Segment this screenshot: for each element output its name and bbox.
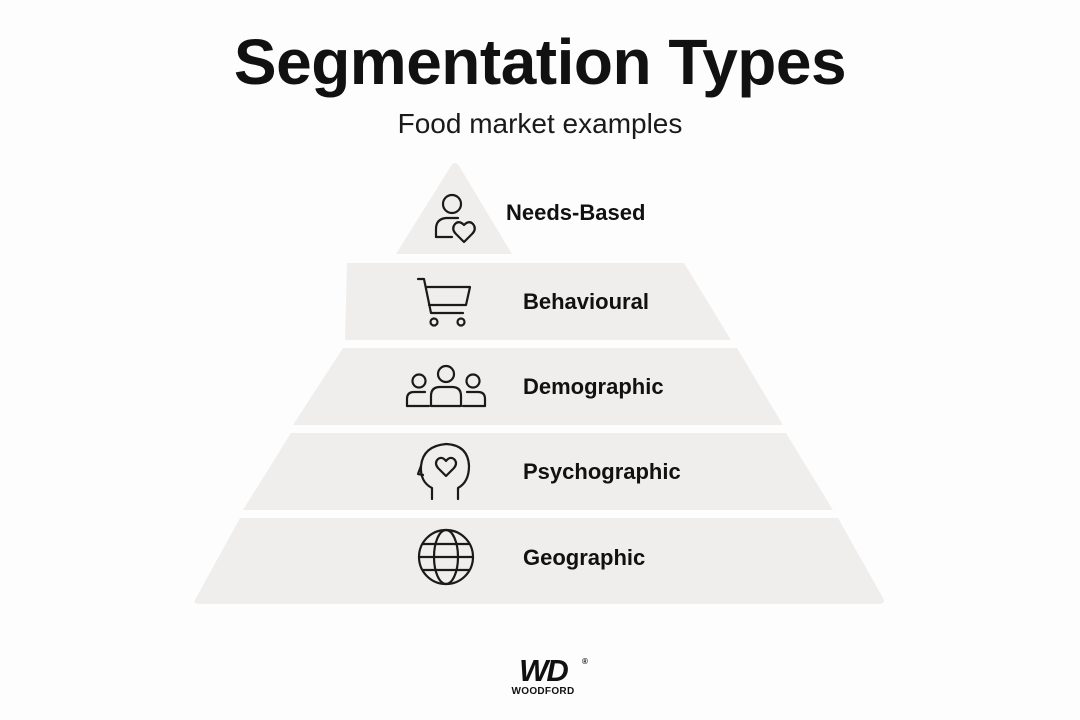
tier-demographic: Demographic: [293, 348, 783, 425]
tier-geographic-shape: [194, 518, 884, 604]
page-subtitle: Food market examples: [397, 108, 683, 139]
people-group-icon: [405, 364, 487, 408]
woodford-logo: WD ® WOODFORD: [512, 653, 588, 697]
tier-behavioural-label: Behavioural: [523, 289, 649, 314]
tier-needs-based-label: Needs-Based: [506, 200, 645, 225]
tier-needs-based: Needs-Based: [396, 163, 645, 254]
tier-behavioural: Behavioural: [345, 263, 731, 340]
tier-behavioural-shape: [345, 263, 731, 340]
tier-psychographic-shape: [243, 433, 833, 510]
tier-psychographic-label: Psychographic: [523, 459, 681, 484]
logo-wordmark: WOODFORD: [512, 686, 575, 697]
shopping-cart-icon: [416, 277, 472, 327]
tier-geographic: Geographic: [194, 518, 884, 604]
globe-icon: [417, 528, 475, 586]
person-heart-icon: [434, 193, 476, 244]
head-heart-icon: [416, 442, 471, 501]
tier-needs-based-shape: [396, 163, 512, 254]
logo-mark: WD: [519, 653, 568, 688]
page-title: Segmentation Types: [233, 26, 847, 98]
tier-demographic-label: Demographic: [523, 374, 664, 399]
tier-psychographic: Psychographic: [243, 433, 833, 510]
logo-registered: ®: [582, 657, 588, 666]
tier-geographic-label: Geographic: [523, 545, 645, 570]
